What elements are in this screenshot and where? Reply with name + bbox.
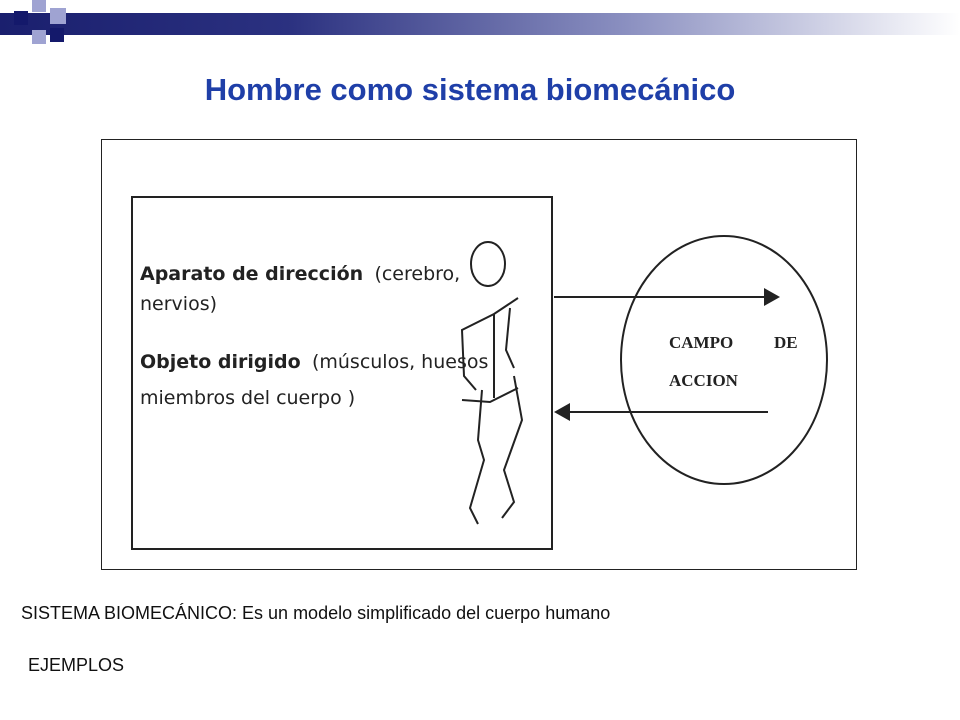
figure-right-arm [504,307,515,369]
decor-square-dark [50,28,64,42]
figure-hips [461,387,519,404]
objeto-detail: (músculos, huesos [312,351,488,373]
figure-left-arm [460,297,519,391]
decor-square-light [32,30,46,44]
slide-title: Hombre como sistema biomecánico [204,72,736,107]
arrow-from-action-field [554,403,768,421]
campo-label: CAMPO [669,333,733,352]
figure-left-leg [468,389,486,525]
biomechanical-diagram: Aparato de dirección (cerebro, nervios) … [101,139,857,570]
header-gradient-bar [0,13,960,35]
control-box [131,196,553,550]
figure-right-leg [501,375,524,519]
decor-square-dark [14,11,28,25]
objeto-label: Objeto dirigido [140,351,301,373]
definition-caption: SISTEMA BIOMECÁNICO: Es un modelo simpli… [21,603,611,623]
svg-text:Aparato de dirección (ce: Aparato de dirección (cerebro, [140,263,460,285]
human-figure [460,241,524,525]
arrow-to-action-field [554,288,780,306]
aparato-label: Aparato de dirección [140,263,363,285]
action-field-circle [620,235,828,485]
figure-head [470,241,506,287]
diagram-canvas: Aparato de dirección (cerebro, nervios) … [131,196,828,550]
decor-square-light [50,8,66,24]
accion-label: ACCION [669,371,739,390]
aparato-detail-2: nervios) [140,293,217,315]
decor-square-light [32,0,46,12]
de-label: DE [774,333,798,352]
objeto-detail-2: miembros del cuerpo ) [140,387,355,409]
svg-text:Objeto dirigido (músculo: Objeto dirigido (músculos, huesos [140,351,488,373]
examples-label: EJEMPLOS [28,655,125,675]
aparato-detail: (cerebro, [374,263,460,285]
